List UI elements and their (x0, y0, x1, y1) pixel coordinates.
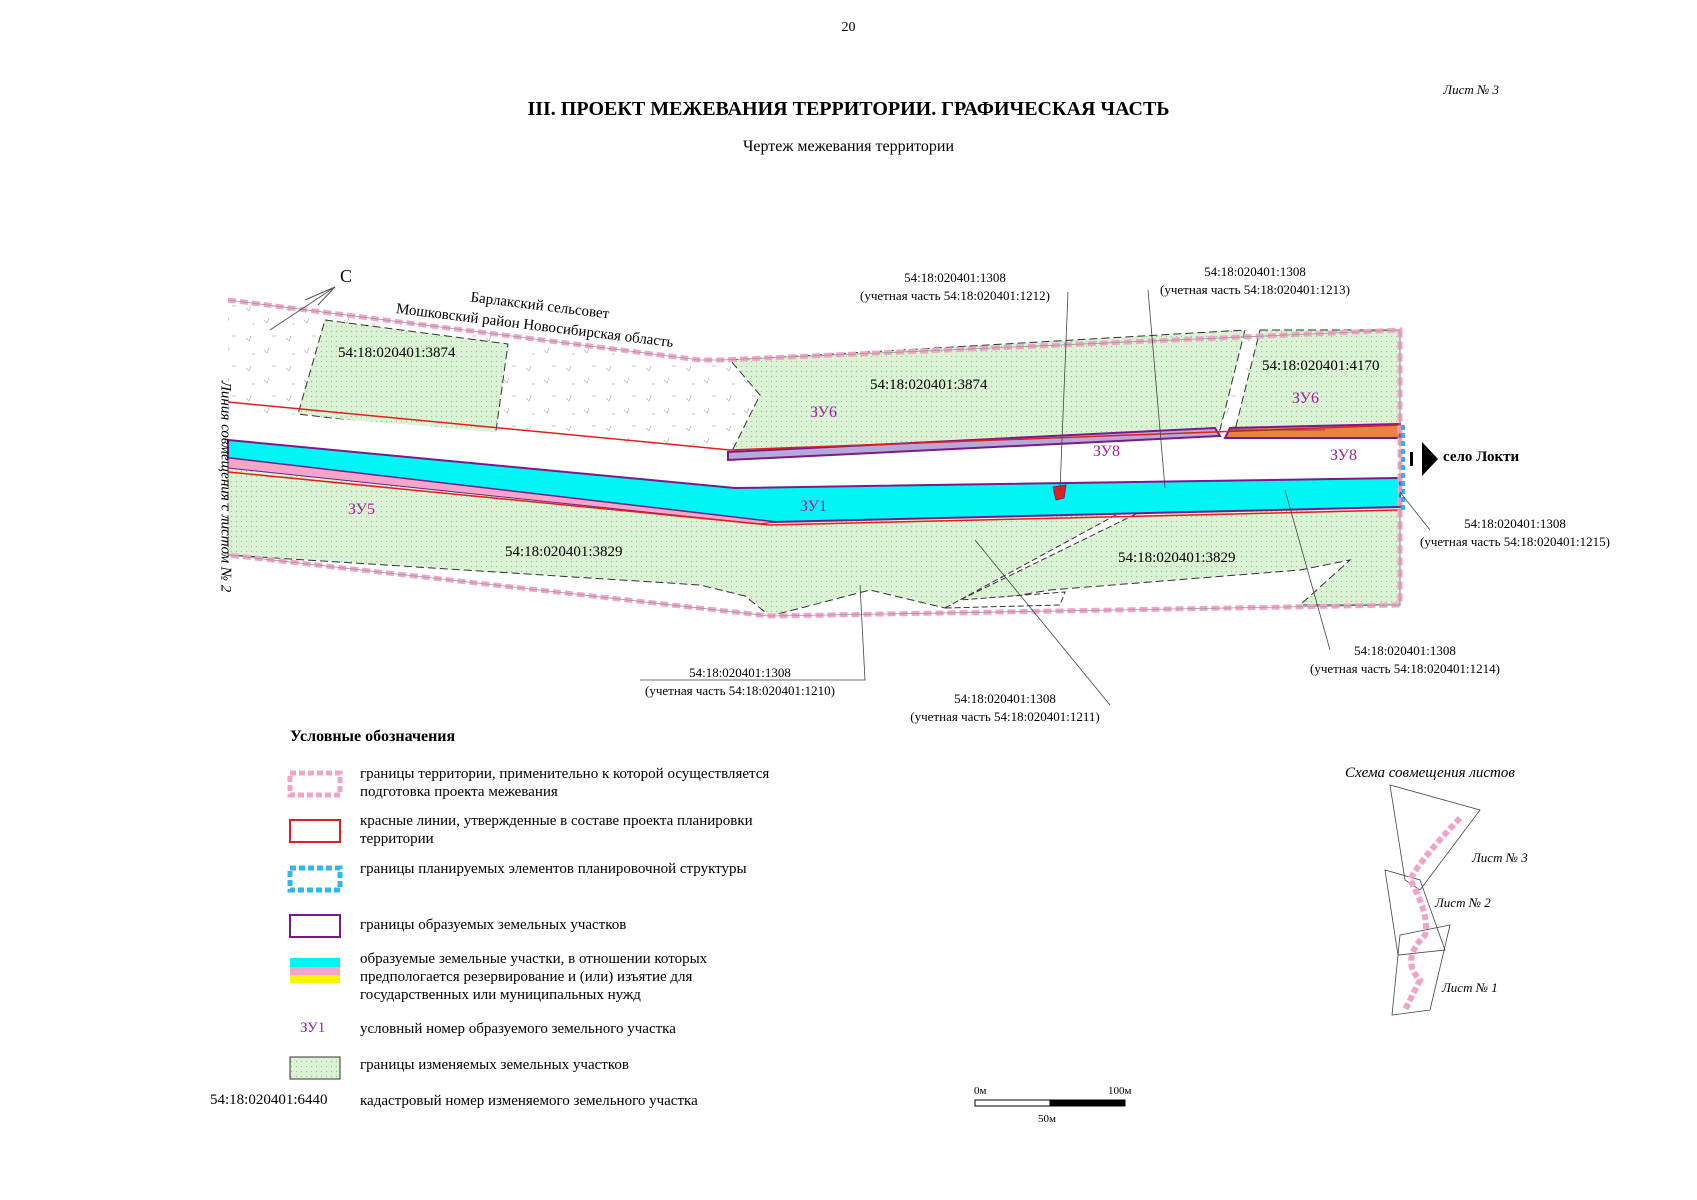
zu5-label: ЗУ5 (348, 501, 375, 518)
callout-1214-line1: 54:18:020401:1308 (1354, 643, 1456, 658)
territory-boundary (227, 297, 1403, 619)
zu8-right-label: ЗУ8 (1330, 447, 1357, 464)
page-title: III. ПРОЕКТ МЕЖЕВАНИЯ ТЕРРИТОРИИ. ГРАФИЧ… (527, 98, 1170, 120)
zu1-label: ЗУ1 (800, 498, 827, 515)
callout-1210-line1: 54:18:020401:1308 (689, 665, 791, 680)
legend-item-territory: границы территории, применительно к кото… (360, 766, 770, 800)
sheet-label: Лист № 3 (1443, 82, 1499, 97)
plot-4170 (1234, 329, 1401, 431)
plot-label-3829-left: 54:18:020401:3829 (505, 544, 623, 560)
callout-1215-line1: 54:18:020401:1308 (1464, 516, 1566, 531)
callout-1211-line2: (учетная часть 54:18:020401:1211) (910, 709, 1100, 724)
zu8-left-label: ЗУ8 (1093, 443, 1120, 460)
callout-1212-line1: 54:18:020401:1308 (904, 270, 1006, 285)
legend-item-formed: границы образуемых земельных участков (360, 917, 627, 933)
zu6-right-label: ЗУ6 (1292, 390, 1319, 407)
plot-label-3874-center: 54:18:020401:3874 (870, 377, 988, 393)
zu6-left-label: ЗУ6 (810, 404, 837, 421)
red-lines (227, 401, 1401, 526)
sheet-scheme-diagram (1384, 784, 1481, 1016)
direction-arrow-icon (1410, 442, 1438, 476)
plot-label-4170: 54:18:020401:4170 (1262, 358, 1380, 374)
legend-cadastral-symbol: 54:18:020401:6440 (210, 1092, 328, 1108)
callout-1214-line2: (учетная часть 54:18:020401:1214) (1310, 661, 1500, 676)
legend-title: Условные обозначения (290, 728, 456, 745)
legend-item-changed: границы изменяемых земельных участков (360, 1057, 629, 1073)
callout-1211-line1: 54:18:020401:1308 (954, 691, 1056, 706)
scale-end-label: 100м (1108, 1085, 1132, 1097)
scale-bar (974, 1099, 1126, 1107)
legend-item-reserved: образуемые земельные участки, в отношени… (360, 951, 708, 1003)
callout-1215-line2: (учетная часть 54:18:020401:1215) (1420, 534, 1610, 549)
legend-zu-symbol: ЗУ1 (300, 1020, 326, 1036)
direction-label: село Локти (1443, 449, 1520, 465)
page-number: 20 (841, 20, 856, 35)
legend-item-planning: границы планируемых элементов планировоч… (360, 861, 747, 877)
scheme-sheet-1: Лист № 1 (1442, 980, 1498, 995)
scheme-sheet-3: Лист № 3 (1472, 850, 1528, 865)
callout-1213-line2: (учетная часть 54:18:020401:1213) (1160, 282, 1350, 297)
callout-leaders (640, 289, 1431, 706)
scale-start-label: 0м (974, 1085, 987, 1097)
north-arrow (269, 286, 336, 331)
legend-item-zu-number: условный номер образуемого земельного уч… (360, 1021, 676, 1037)
callout-1212-line2: (учетная часть 54:18:020401:1212) (860, 288, 1050, 303)
north-label: С (340, 266, 353, 286)
scale-middle-label: 50м (1038, 1113, 1056, 1125)
sheet-scheme-title: Схема совмещения листов (1345, 765, 1515, 781)
plot-label-3829-right: 54:18:020401:3829 (1118, 550, 1236, 566)
legend-item-cadastral: кадастровый номер изменяемого земельного… (360, 1093, 698, 1109)
page-subtitle: Чертеж межевания территории (742, 138, 955, 155)
side-label: Линия совмещения с листом № 2 (217, 380, 234, 593)
plot-label-3874-left: 54:18:020401:3874 (338, 345, 456, 361)
legend-item-red-lines: красные линии, утвержденные в составе пр… (360, 813, 753, 847)
scheme-sheet-2: Лист № 2 (1435, 895, 1491, 910)
callout-1210-line2: (учетная часть 54:18:020401:1210) (645, 683, 835, 698)
legend-symbols (287, 770, 343, 1080)
callout-1213-line1: 54:18:020401:1308 (1204, 264, 1306, 279)
zu8-small-plot (1052, 484, 1067, 501)
